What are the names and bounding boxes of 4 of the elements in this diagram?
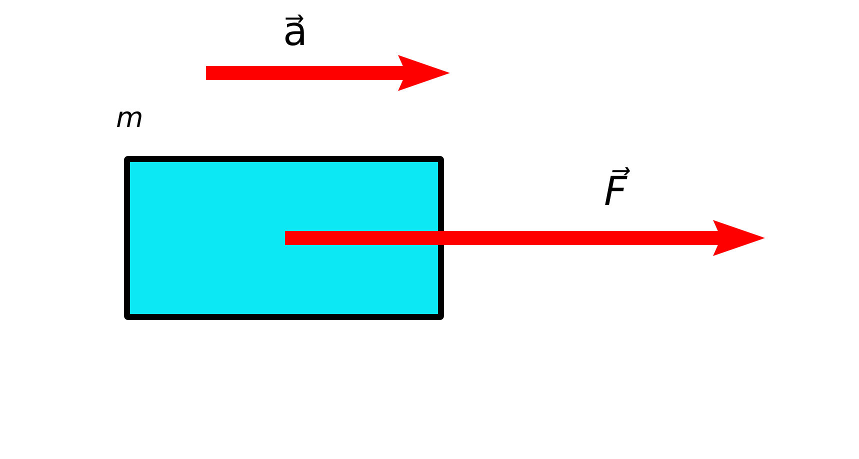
acceleration-label: a⃗ <box>283 8 308 56</box>
block <box>124 156 444 320</box>
mass-label: m <box>116 104 144 132</box>
force-label: F⃗ <box>604 168 628 216</box>
